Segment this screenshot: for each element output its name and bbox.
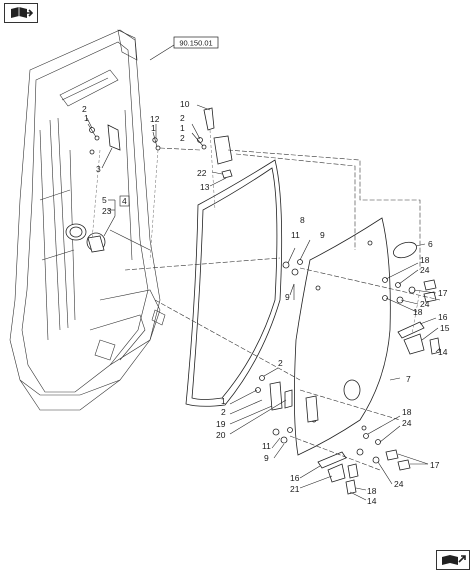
callouts: 2 1 3 12 1 10 2 1 2 22 13 5 23 4 8 11 9 … [82,99,450,506]
callout-7: 7 [406,374,411,384]
knob-part [393,241,426,259]
callout-14-top: 14 [438,347,448,357]
top-latch [191,104,233,187]
callout-9-upper: 9 [285,292,290,302]
callout-17-top: 17 [438,288,448,298]
book-arrow-left-icon [11,7,34,18]
callout-3: 3 [96,164,101,174]
callout-14-bottom: 14 [367,496,377,506]
callout-9-upper-right: 9 [320,230,325,240]
callout-24-bottom: 24 [394,479,404,489]
glass-seal [185,159,283,407]
callout-2-upper-left: 2 [82,104,87,114]
callout-2-lower: 2 [278,358,283,368]
callout-18-mid: 18 [413,307,423,317]
callout-12: 12 [150,114,160,124]
lower-left-hardware [229,367,319,435]
callout-24-lower: 24 [402,418,412,428]
callout-10: 10 [180,99,190,109]
callout-16-lower: 16 [290,473,300,483]
assembly-lines [91,129,441,471]
callout-20: 20 [216,430,226,440]
seal-hardware-lower [271,427,293,459]
ref-label-text: 90.150.01 [179,39,212,48]
book-arrow-right-icon [442,555,466,565]
callout-11-upper: 11 [291,230,300,240]
callout-15: 15 [440,323,450,333]
ref-label[interactable]: 90.150.01 [149,36,219,61]
right-upper-hardware [382,262,441,355]
callout-16-top: 16 [438,312,448,322]
callout-23: 23 [102,206,112,216]
callout-5: 5 [102,195,107,205]
callout-24-top: 24 [420,265,430,275]
callout-22: 22 [197,168,207,178]
callout-1-pillar: 1 [151,123,156,133]
callout-24-mid: 24 [420,299,430,309]
callout-2-lower-left: 2 [221,407,226,417]
callout-4-box [119,195,130,207]
callout-2-latch: 2 [180,113,185,123]
nav-back-button[interactable] [4,3,38,23]
callout-9-lower: 9 [264,453,269,463]
callout-11-lower: 11 [262,441,271,451]
callout-2-latch-lower: 2 [180,133,185,143]
callout-1-upper-left: 1 [84,113,89,123]
door-glass [294,217,401,456]
seal-hardware-upper [282,239,311,300]
cabin-frame [9,29,166,411]
callout-1-lower: 1 [221,396,226,406]
callout-4: 4 [122,196,127,206]
callout-18-top: 18 [420,255,430,265]
upper-left-hardware [86,117,161,169]
callout-13: 13 [200,182,210,192]
callout-8: 8 [300,215,305,225]
callout-6: 6 [428,239,433,249]
nav-forward-button[interactable] [436,550,470,570]
callout-17-lower: 17 [430,460,440,470]
callout-21: 21 [290,484,300,494]
callout-1-latch: 1 [180,123,185,133]
lower-right-hardware [299,415,429,501]
callout-18-lower: 18 [402,407,412,417]
callout-19: 19 [216,419,226,429]
callout-18-bottom: 18 [367,486,377,496]
